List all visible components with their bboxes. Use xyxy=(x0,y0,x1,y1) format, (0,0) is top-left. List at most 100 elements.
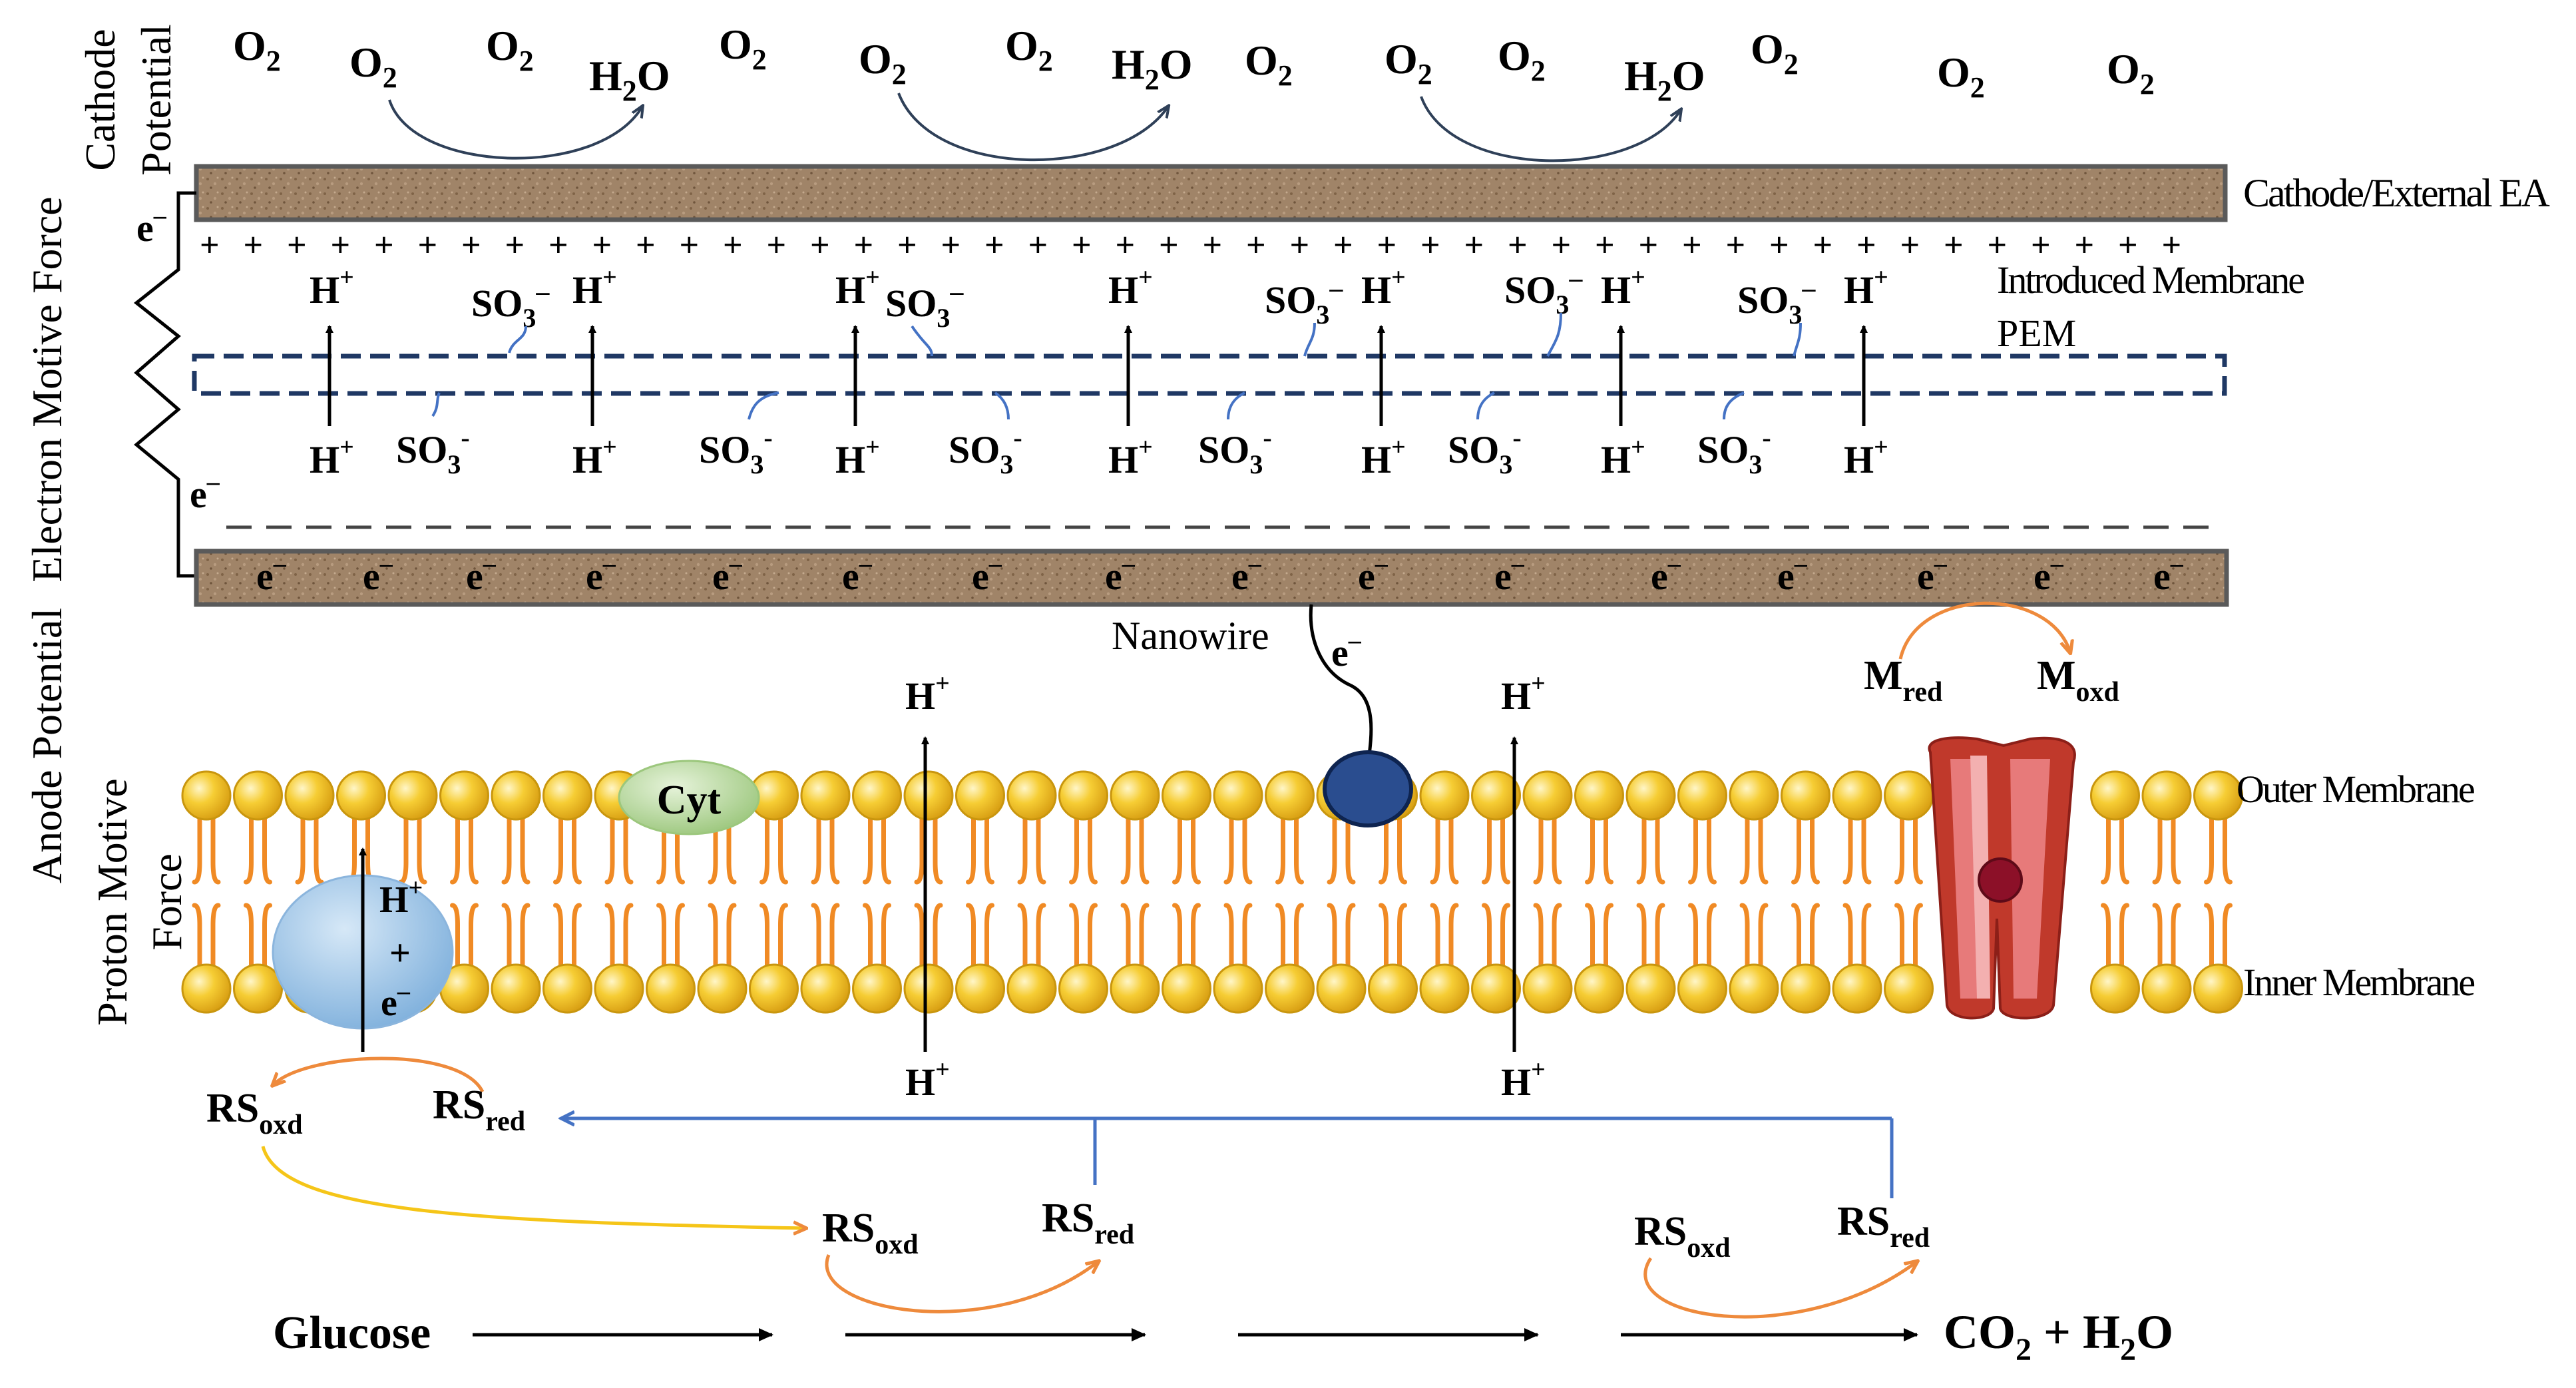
lipid-head-outer xyxy=(1677,770,1727,821)
lipid-tail xyxy=(1139,903,1150,971)
positive-charge: + xyxy=(548,226,568,264)
rs-top-cycle: RSoxd RSred xyxy=(206,1056,525,1140)
positive-charge: + xyxy=(723,226,743,264)
positive-charge: + xyxy=(374,226,394,264)
nanowire-label: Nanowire xyxy=(1112,614,1269,658)
positive-charge: + xyxy=(984,226,1004,264)
rs-mid-cycle-2: RSoxd RSred xyxy=(1634,1199,1930,1319)
lipid-tail xyxy=(984,903,994,971)
lipid-head-inner xyxy=(955,963,1005,1014)
carrier-plus: + xyxy=(389,933,411,974)
lipid-tail xyxy=(2101,813,2111,885)
lipid-head-outer xyxy=(233,770,283,821)
nanowire-electron: e– xyxy=(1331,626,1362,674)
membrane-proton-arrows xyxy=(921,736,1518,1052)
positive-charge: + xyxy=(1595,226,1615,264)
sulfonate-group: SO3– xyxy=(1737,273,1816,330)
sulfonate-group: SO3- xyxy=(1697,423,1771,479)
lipid-tail xyxy=(1636,813,1647,885)
lipid-head-inner xyxy=(1368,963,1418,1014)
nanowire-protein xyxy=(1323,750,1413,827)
water-molecule: H2O xyxy=(1624,52,1705,107)
lipid-head-inner xyxy=(2193,963,2243,1014)
lipid-tail xyxy=(244,903,254,971)
positive-charge: + xyxy=(2118,226,2138,264)
lipid-tail xyxy=(520,813,531,885)
positive-charge: + xyxy=(810,226,830,264)
lipid-tail xyxy=(2223,813,2233,885)
positive-charge: + xyxy=(1420,226,1440,264)
lipid-tail xyxy=(829,903,840,971)
lipid-tail xyxy=(2171,903,2181,971)
lipid-tail xyxy=(1430,903,1440,971)
lipid-tail xyxy=(469,903,479,971)
positive-charge: + xyxy=(418,226,438,264)
sulfonate-tether xyxy=(1303,322,1316,357)
positive-charge: + xyxy=(1072,226,1092,264)
lipid-tail xyxy=(759,813,769,885)
oxygen-molecule: O2 xyxy=(1751,25,1799,81)
lipid-tail xyxy=(2152,813,2163,885)
positive-charge: + xyxy=(1333,226,1353,264)
sulfonate-tether xyxy=(994,391,1010,420)
lipid-tail xyxy=(1894,903,1904,971)
positive-charge: + xyxy=(1900,226,1920,264)
oxygen-molecule: O2 xyxy=(349,39,397,94)
lipid-tail xyxy=(1552,813,1562,885)
lipid-tail xyxy=(811,903,821,971)
lipid-tail xyxy=(829,813,840,885)
pem-proton: H+ xyxy=(1108,264,1153,312)
lipid-tail xyxy=(623,903,634,971)
mediator-reduced: Mred xyxy=(1864,653,1942,708)
lipid-tail xyxy=(1913,903,1923,971)
proton-out-1: H+ xyxy=(905,670,950,718)
lipid-head-inner xyxy=(800,963,851,1014)
lipid-tail xyxy=(192,813,202,885)
positive-charge: + xyxy=(200,226,220,264)
rs-oxd-top: RSoxd xyxy=(206,1086,303,1140)
glucose-label: Glucose xyxy=(273,1307,431,1359)
lipid-tail xyxy=(1913,813,1923,885)
lipid-head-inner xyxy=(646,963,696,1014)
cytochrome xyxy=(618,760,760,835)
lipid-head-outer xyxy=(903,770,954,821)
anode-electron: e– xyxy=(1358,550,1389,598)
pem-proton: H+ xyxy=(310,433,354,481)
positive-charge: + xyxy=(1377,226,1397,264)
lipid-head-outer xyxy=(1574,770,1624,821)
cathode-potential-label-line2: Potential xyxy=(132,24,180,176)
lipid-tail xyxy=(1758,903,1769,971)
sulfonate-tether xyxy=(911,325,933,357)
lipid-tail xyxy=(1861,903,1872,971)
positive-charge: + xyxy=(1290,226,1310,264)
positive-charge: + xyxy=(1246,226,1266,264)
rs-transfer-arrow xyxy=(261,1146,805,1228)
oxygen-molecule: O2 xyxy=(1937,49,1985,104)
oxygen-molecule: O2 xyxy=(486,22,534,77)
pem-proton: H+ xyxy=(572,433,617,481)
positive-charge: + xyxy=(941,226,961,264)
lipid-head-inner xyxy=(1265,963,1315,1014)
lipid-tail xyxy=(1533,813,1544,885)
pem-proton: H+ xyxy=(1601,433,1645,481)
lipid-tail xyxy=(863,903,873,971)
lipid-tail xyxy=(1223,903,1234,971)
lipid-tail xyxy=(881,813,891,885)
lipid-tail xyxy=(1636,903,1647,971)
lipid-tail xyxy=(210,813,221,885)
lipid-head-outer xyxy=(1110,770,1160,821)
o2-to-h2o-arrow-1 xyxy=(388,99,642,160)
lipid-tail xyxy=(1242,813,1253,885)
lipid-head-outer xyxy=(181,770,232,821)
lipid-tail xyxy=(1036,813,1046,885)
lipid-head-outer xyxy=(800,770,851,821)
positive-charge: + xyxy=(1813,226,1833,264)
lipid-tail xyxy=(295,813,306,885)
lipid-head-inner xyxy=(1574,963,1624,1014)
lipid-tail xyxy=(1327,813,1337,885)
lipid-head-inner xyxy=(1625,963,1676,1014)
lipid-tail xyxy=(811,813,821,885)
lipid-tail xyxy=(2119,903,2129,971)
water-molecule: H2O xyxy=(589,52,670,107)
pem-membrane xyxy=(192,353,2227,396)
